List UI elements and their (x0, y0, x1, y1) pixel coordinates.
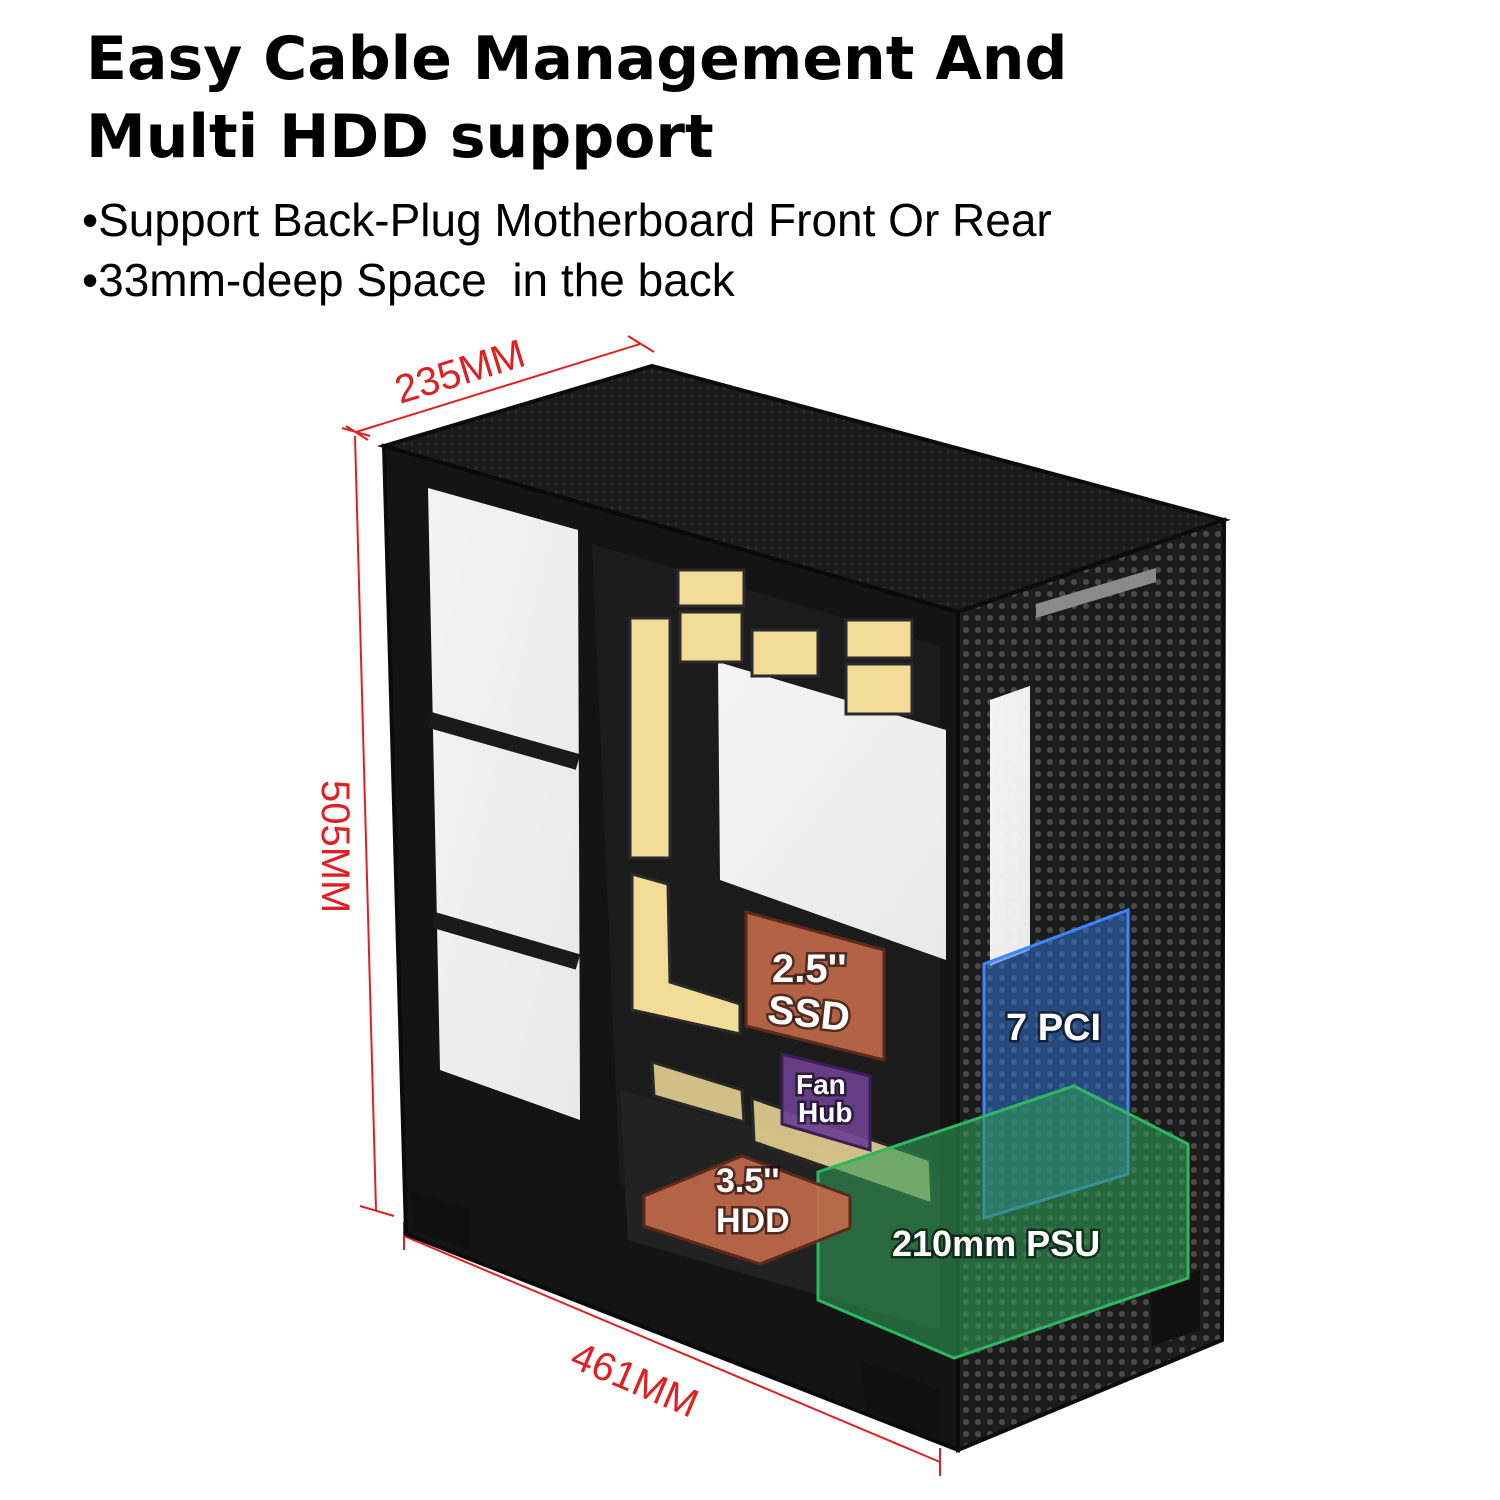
fan-hub-label-1: Fan (796, 1069, 846, 1100)
psu: 210mm PSU (816, 1084, 1190, 1360)
dimension-width-label: 461MM (564, 1334, 704, 1427)
hdd-label-size: 3.5'' (716, 1162, 779, 1200)
dimension-height: 505MM (313, 427, 395, 1217)
feature-rear-space: •33mm-deep Space in the back (82, 254, 735, 306)
fan-hub-label-2: Hub (798, 1097, 852, 1128)
grommet (676, 568, 746, 608)
pci-label: 7 PCI (1006, 1007, 1101, 1049)
dimension-height-label: 505MM (313, 780, 357, 913)
headline-line-2: Multi HDD support (86, 102, 714, 172)
fan-hub: Fan Hub (780, 1052, 872, 1153)
grommet (628, 616, 672, 860)
grommet (750, 628, 820, 678)
grommet (844, 618, 914, 660)
grommet (630, 872, 742, 1036)
feature-list: •Support Back-Plug Motherboard Front Or … (82, 190, 1052, 310)
psu-label: 210mm PSU (892, 1223, 1100, 1264)
grommet (844, 662, 914, 716)
feature-back-plug: •Support Back-Plug Motherboard Front Or … (82, 194, 1052, 246)
hdd-label-type: HDD (716, 1202, 790, 1240)
ssd-label-size: 2.5'' (772, 947, 847, 991)
grommet (678, 610, 744, 664)
headline: Easy Cable Management And Multi HDD supp… (86, 20, 1286, 176)
hdd: 3.5'' HDD (642, 1154, 852, 1266)
grommet (650, 1059, 746, 1125)
ssd-label-type: SSD (766, 988, 852, 1040)
headline-line-1: Easy Cable Management And (86, 24, 1068, 94)
ssd: 2.5'' SSD (744, 910, 886, 1062)
